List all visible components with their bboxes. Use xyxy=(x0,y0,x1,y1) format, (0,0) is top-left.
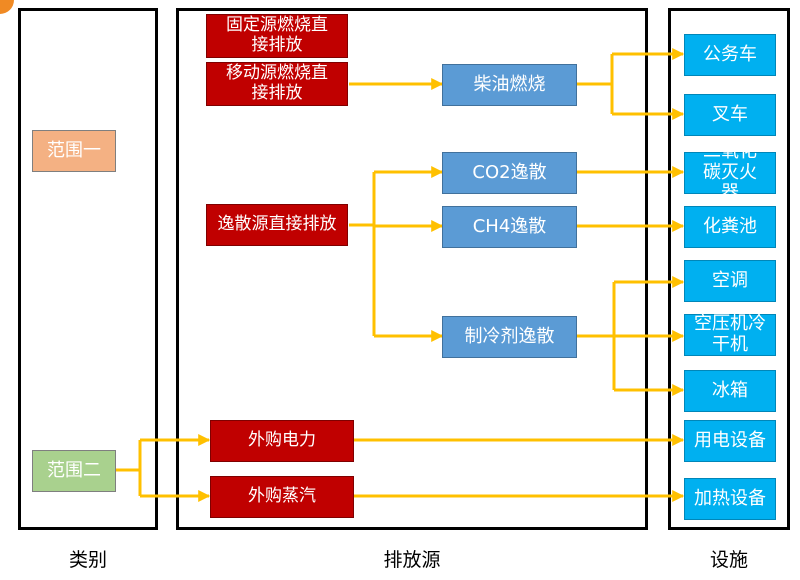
ch4-fugitive-box: CH4逸散 xyxy=(442,206,577,248)
category-column-label: 类别 xyxy=(68,549,107,571)
corner-decoration xyxy=(0,0,14,14)
air-conditioner-box: 空调 xyxy=(684,260,776,302)
mobile-combustion-box: 移动源燃烧直接排放 xyxy=(206,62,348,106)
stationary-combustion-box: 固定源燃烧直接排放 xyxy=(206,14,348,58)
forklift-box: 叉车 xyxy=(684,94,776,136)
refrigerant-fugitive-box: 制冷剂逸散 xyxy=(442,316,577,358)
purchased-steam-box: 外购蒸汽 xyxy=(210,476,354,518)
facility-column-label: 设施 xyxy=(709,549,748,571)
fugitive-emission-box: 逸散源直接排放 xyxy=(206,204,348,246)
official-car-box: 公务车 xyxy=(684,34,776,76)
refrigerator-box: 冰箱 xyxy=(684,370,776,412)
purchased-power-box: 外购电力 xyxy=(210,420,354,462)
septic-tank-box: 化粪池 xyxy=(684,206,776,248)
scope2-box: 范围二 xyxy=(32,450,116,492)
co2-extinguisher-box: 二氧化碳灭火器 xyxy=(684,141,776,203)
compressor-dryer-box: 空压机冷干机 xyxy=(684,313,776,356)
scope1-box: 范围一 xyxy=(32,130,116,172)
co2-fugitive-box: CO2逸散 xyxy=(442,152,577,194)
category-frame xyxy=(18,8,158,530)
diesel-combustion-box: 柴油燃烧 xyxy=(442,64,577,106)
heating-equipment-box: 加热设备 xyxy=(684,478,776,520)
facility-frame xyxy=(668,8,790,530)
electric-equipment-box: 用电设备 xyxy=(684,420,776,462)
source-frame xyxy=(176,8,648,530)
source-column-label: 排放源 xyxy=(383,549,441,571)
